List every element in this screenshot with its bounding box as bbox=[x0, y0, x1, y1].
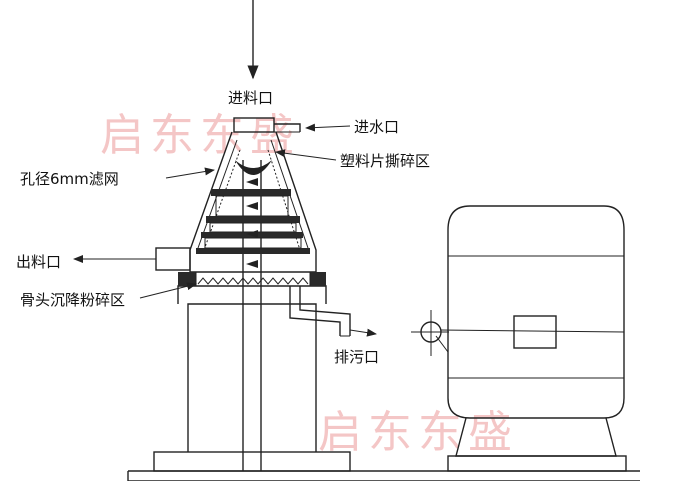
label-water-inlet: 进水口 bbox=[354, 118, 399, 136]
main-shaft bbox=[242, 160, 262, 471]
feed-inlet bbox=[233, 0, 275, 133]
shaft-teeth bbox=[246, 178, 258, 268]
base-plate bbox=[127, 470, 640, 481]
motor bbox=[447, 205, 627, 472]
label-filter: 孔径6mm滤网 bbox=[20, 170, 119, 188]
belt-drive bbox=[411, 310, 625, 356]
watermark-bottom: 启东东盛 bbox=[318, 407, 518, 458]
label-drain: 排污口 bbox=[334, 348, 379, 366]
blade-discs bbox=[196, 189, 310, 254]
discharge-outlet bbox=[155, 247, 191, 271]
drain-pipe bbox=[289, 286, 351, 337]
label-outlet: 出料口 bbox=[16, 253, 61, 271]
label-shred-zone: 塑料片撕碎区 bbox=[340, 152, 430, 170]
water-inlet-pipe bbox=[274, 123, 301, 133]
bone-grinding-zone bbox=[178, 271, 326, 287]
label-inlet: 进料口 bbox=[228, 89, 273, 107]
label-bone-zone: 骨头沉降粉碎区 bbox=[20, 291, 125, 309]
shredder-blade bbox=[235, 160, 272, 175]
